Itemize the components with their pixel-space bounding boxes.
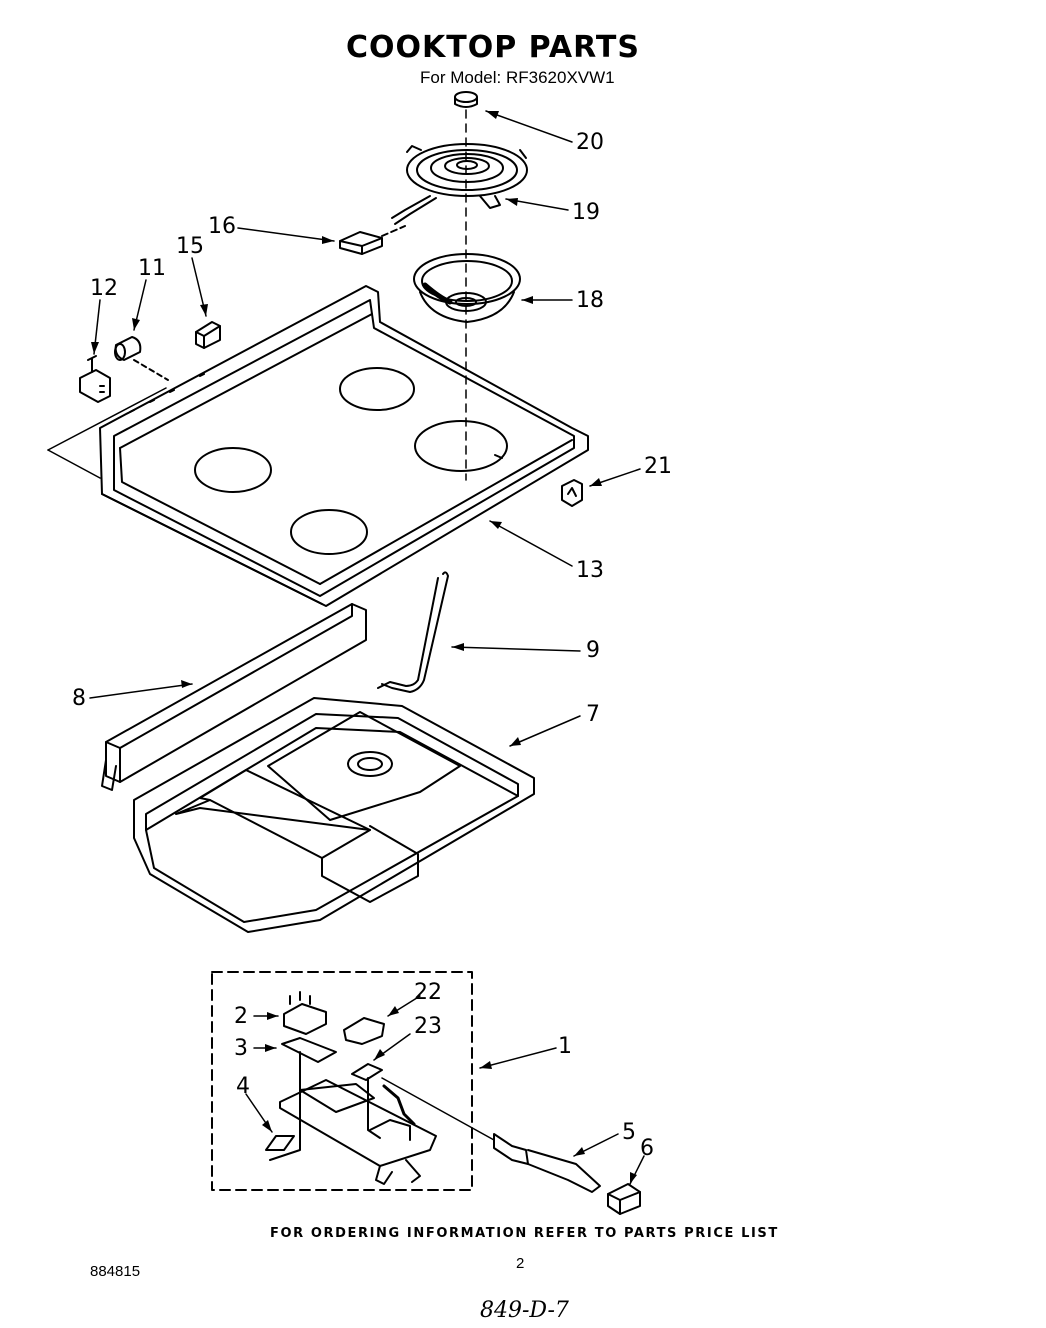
callout-3: 3 (234, 1036, 248, 1061)
callout-5: 5 (622, 1120, 636, 1145)
callout-22: 22 (414, 980, 442, 1005)
retainer-clip-part (562, 480, 582, 506)
wire-harness-part (382, 1078, 600, 1192)
surface-element-part (392, 144, 527, 224)
callout-11: 11 (138, 256, 166, 281)
callout-4: 4 (236, 1074, 250, 1099)
lamp-socket-part (115, 337, 168, 380)
control-assembly-parts (266, 992, 436, 1184)
clip-part (196, 322, 220, 348)
callout-19: 19 (572, 200, 600, 225)
document-number: 884815 (90, 1263, 141, 1280)
handwritten-code: 849-D-7 (480, 1298, 569, 1323)
support-rod-part (378, 572, 448, 692)
callout-15: 15 (176, 234, 204, 259)
ordering-note: FOR ORDERING INFORMATION REFER TO PARTS … (270, 1226, 779, 1241)
callout-8: 8 (72, 686, 86, 711)
screw-bracket-part (80, 356, 110, 402)
callout-18: 18 (576, 288, 604, 313)
callout-7: 7 (586, 702, 600, 727)
control-assembly-box (212, 972, 472, 1190)
callout-leaders (90, 111, 644, 1184)
drip-bowl-part (414, 254, 520, 322)
callout-arrowheads (91, 111, 637, 1184)
callout-9: 9 (586, 638, 600, 663)
callout-2: 2 (234, 1004, 248, 1029)
callout-6: 6 (640, 1136, 654, 1161)
callout-16: 16 (208, 214, 236, 239)
front-trim-strip-part (102, 604, 366, 790)
terminal-block-part (340, 226, 405, 254)
model-subtitle: For Model: RF3620XVW1 (420, 68, 615, 87)
callout-21: 21 (644, 454, 672, 479)
connector-plug-part (608, 1184, 640, 1214)
cooktop-main-part (48, 286, 588, 606)
page-number: 2 (516, 1255, 525, 1272)
burner-box-part (134, 698, 534, 932)
callout-12: 12 (90, 276, 118, 301)
page-title: COOKTOP PARTS (346, 30, 640, 65)
knob-cap-part (455, 92, 477, 107)
callout-20: 20 (576, 130, 604, 155)
callout-1: 1 (558, 1034, 572, 1059)
callout-23: 23 (414, 1014, 442, 1039)
callout-13: 13 (576, 558, 604, 583)
